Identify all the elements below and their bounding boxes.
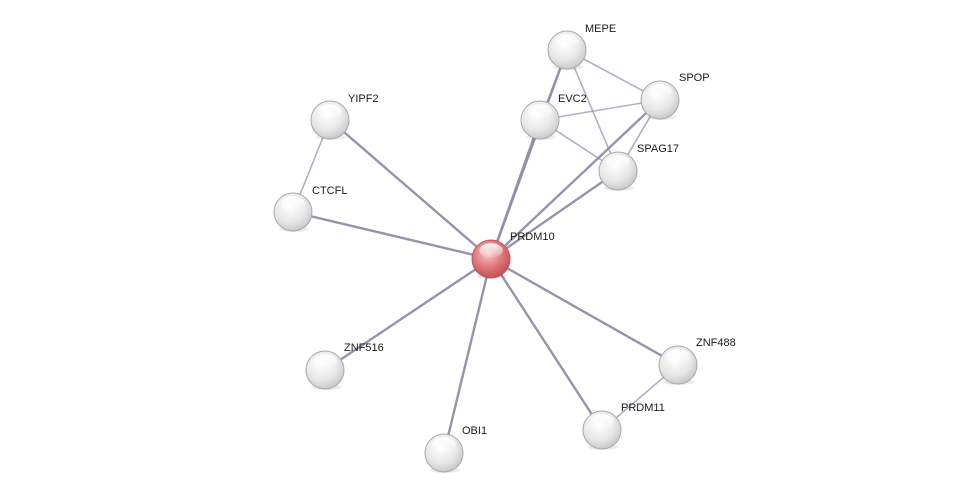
node-spag17[interactable]: SPAG17 (598, 143, 679, 191)
node-highlight (281, 196, 305, 211)
edge-prdm10-yipf2 (328, 118, 493, 261)
node-label: ZNF488 (696, 337, 736, 349)
node-highlight (648, 84, 672, 99)
edge-prdm10-spag17 (489, 169, 620, 261)
node-label: MEPE (585, 23, 616, 35)
edge-prdm10-prdm11 (489, 257, 604, 432)
node-mepe[interactable]: MEPE (547, 23, 616, 70)
node-ctcfl[interactable]: CTCFL (273, 185, 347, 232)
edge-prdm10-ctcfl (291, 210, 493, 261)
node-highlight (528, 104, 552, 119)
node-highlight (432, 437, 456, 452)
edge-prdm10-evc2 (489, 118, 542, 261)
node-highlight (318, 104, 342, 119)
edge-prdm10-znf488 (489, 257, 680, 367)
node-znf516[interactable]: ZNF516 (305, 342, 384, 390)
edge-prdm10-spop (489, 98, 662, 261)
node-evc2[interactable]: EVC2 (520, 93, 587, 140)
node-yipf2[interactable]: YIPF2 (310, 93, 379, 140)
node-spop[interactable]: SPOP (640, 72, 710, 120)
node-highlight (555, 34, 579, 49)
node-label: PRDM10 (510, 231, 555, 243)
node-obi1[interactable]: OBI1 (424, 425, 487, 473)
node-highlight (666, 349, 690, 364)
node-prdm11[interactable]: PRDM11 (582, 402, 665, 450)
node-label: YIPF2 (348, 93, 379, 105)
node-label: CTCFL (312, 185, 347, 197)
node-prdm10[interactable]: PRDM10 (471, 231, 555, 279)
node-highlight (479, 243, 503, 258)
node-label: SPAG17 (637, 143, 679, 155)
edge-prdm10-obi1 (442, 257, 493, 455)
node-highlight (590, 414, 614, 429)
node-label: PRDM11 (621, 402, 665, 414)
node-label: SPOP (679, 72, 710, 84)
node-label: EVC2 (558, 93, 587, 105)
node-label: ZNF516 (344, 342, 384, 354)
node-label: OBI1 (462, 425, 487, 437)
edge-prdm10-znf516 (323, 257, 493, 372)
node-highlight (313, 354, 337, 369)
edge-evc2-spop (539, 99, 661, 121)
node-highlight (606, 155, 630, 170)
node-znf488[interactable]: ZNF488 (658, 337, 736, 385)
